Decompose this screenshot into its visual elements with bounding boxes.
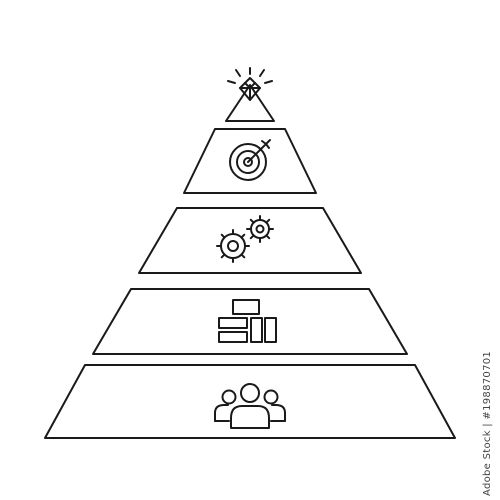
pyramid-level-4 — [92, 288, 408, 355]
pyramid-level-2 — [183, 128, 317, 194]
gear-small-icon — [246, 215, 274, 243]
gear-large-icon — [216, 229, 250, 263]
diamond-gem-icon — [227, 67, 273, 101]
blocks-chart-icon — [218, 299, 277, 343]
level-5-trapezoid-shape — [44, 364, 456, 439]
level-4-trapezoid-shape — [92, 288, 408, 355]
pyramid-level-5 — [44, 364, 456, 439]
pyramid-level-summit — [225, 67, 275, 122]
pyramid-level-3 — [138, 207, 362, 274]
target-arrow-icon — [229, 139, 271, 181]
summit-triangle-shape — [225, 84, 275, 122]
people-group-icon — [214, 383, 286, 429]
stock-id-watermark: Adobe Stock | #198870701 — [482, 350, 493, 496]
level-2-trapezoid-shape — [183, 128, 317, 194]
gears-icon — [216, 215, 274, 263]
level-3-trapezoid-shape — [138, 207, 362, 274]
